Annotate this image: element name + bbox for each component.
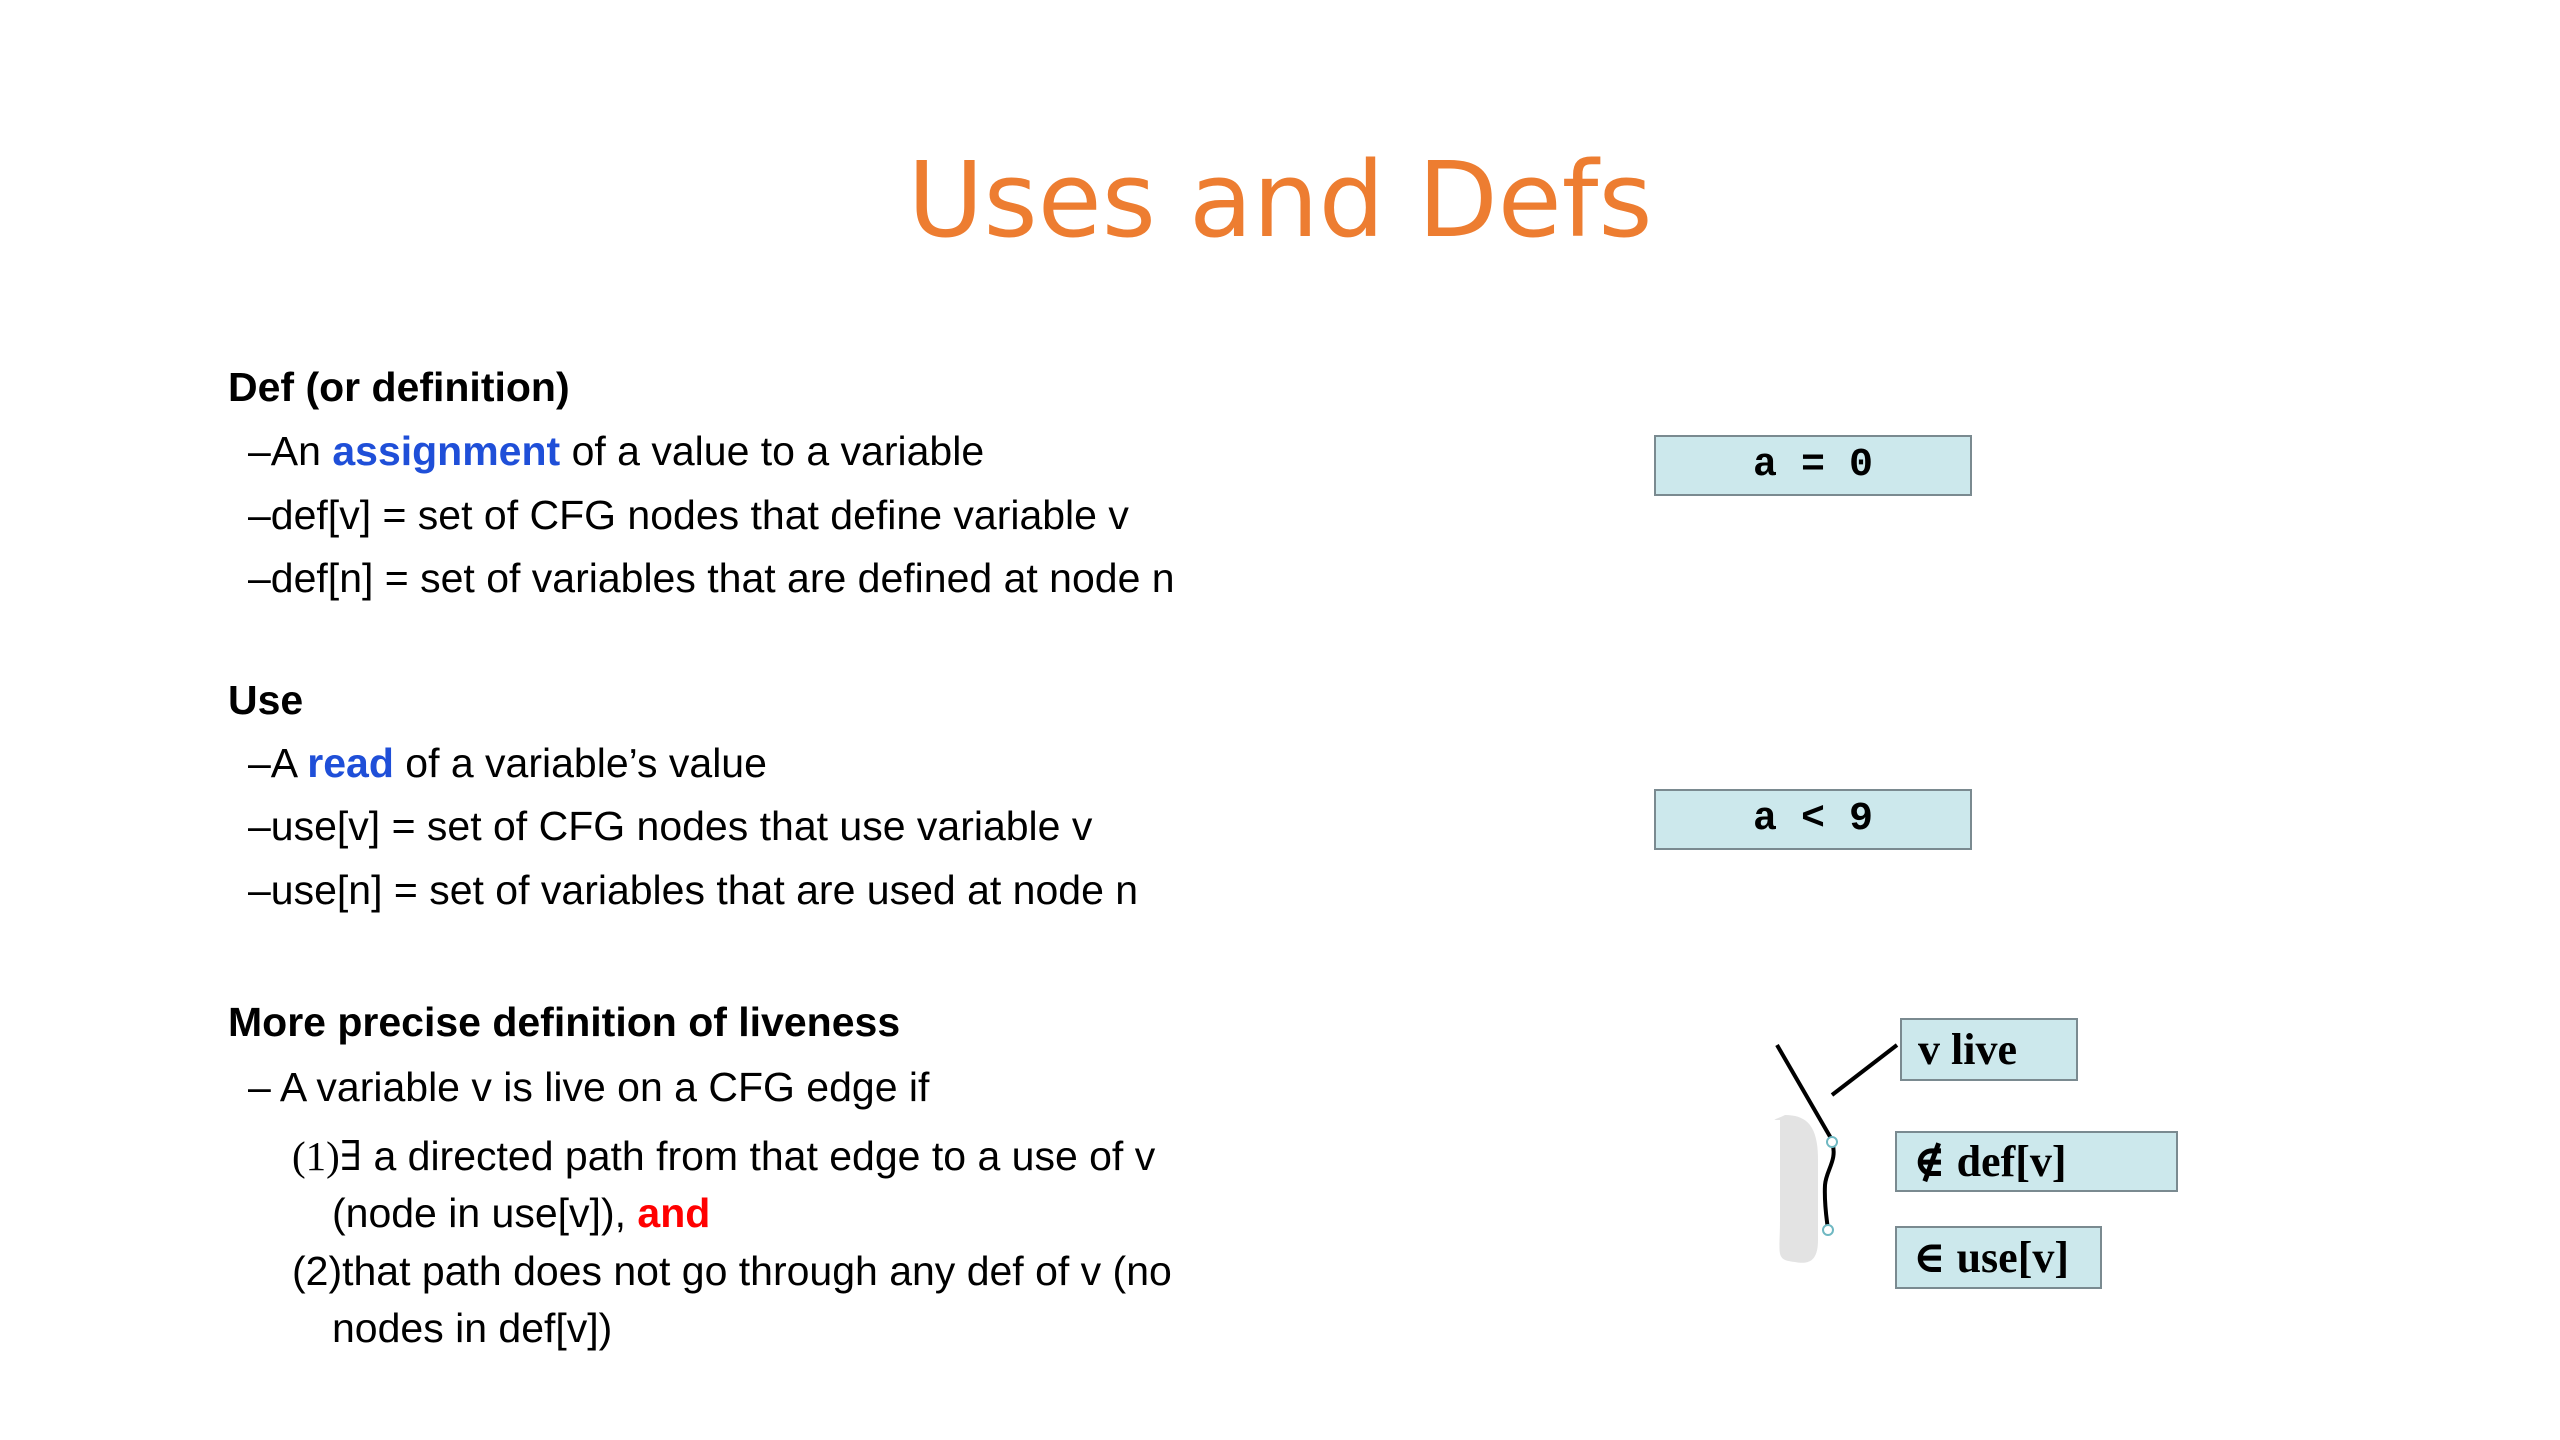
- use-bullet-usen: –use[n] = set of variables that are used…: [248, 867, 1139, 913]
- use-bullet-suffix: of a variable’s value: [393, 740, 767, 786]
- condition-1-continued-text: (node in use[v]),: [332, 1190, 638, 1236]
- liveness-heading: More precise definition of liveness: [228, 999, 901, 1045]
- pointer-line-right: [1830, 1043, 1899, 1097]
- and-keyword: and: [637, 1190, 711, 1236]
- read-keyword: read: [307, 740, 394, 786]
- assignment-node-box: a = 0: [1654, 435, 1972, 496]
- pointer-line-left: [1775, 1043, 1834, 1142]
- cfg-edge-path: [1822, 1141, 1836, 1231]
- assignment-keyword: assignment: [332, 428, 561, 474]
- liveness-bullet: – A variable v is live on a CFG edge if: [248, 1064, 930, 1110]
- liveness-condition-2-continued: nodes in def[v]): [332, 1305, 613, 1351]
- edge-start-dot: [1826, 1136, 1838, 1148]
- use-heading: Use: [228, 677, 304, 723]
- liveness-condition-1-continued: (node in use[v]), and: [332, 1193, 710, 1234]
- def-bullet-prefix: –An: [248, 428, 333, 474]
- def-bullet-assignment: –An assignment of a value to a variable: [248, 431, 984, 472]
- def-bullet-defv: –def[v] = set of CFG nodes that define v…: [248, 492, 1129, 538]
- not-def-label: ∉ def[v]: [1895, 1131, 2178, 1192]
- liveness-condition-1: (1)∃ a directed path from that edge to a…: [292, 1136, 1155, 1177]
- compare-node-box: a < 9: [1654, 789, 1972, 850]
- in-use-label: ∈ use[v]: [1895, 1226, 2102, 1289]
- liveness-condition-2: (2)that path does not go through any def…: [292, 1248, 1172, 1294]
- slide-title: Uses and Defs: [907, 139, 1653, 261]
- def-bullet-suffix: of a value to a variable: [560, 428, 985, 474]
- use-bullet-usev: –use[v] = set of CFG nodes that use vari…: [248, 803, 1093, 849]
- exists-marker: (1)∃: [292, 1133, 363, 1179]
- use-bullet-read: –A read of a variable’s value: [248, 743, 767, 784]
- v-live-label: v live: [1900, 1018, 2078, 1081]
- def-heading: Def (or definition): [228, 364, 570, 410]
- liveness-edge-diagram: [1774, 1043, 1899, 1263]
- use-bullet-prefix: –A: [248, 740, 308, 786]
- def-bullet-defn: –def[n] = set of variables that are defi…: [248, 555, 1175, 601]
- edge-highlight-shape: [1774, 1115, 1818, 1263]
- condition-1-text: a directed path from that edge to a use …: [362, 1133, 1156, 1179]
- edge-end-dot: [1822, 1224, 1834, 1236]
